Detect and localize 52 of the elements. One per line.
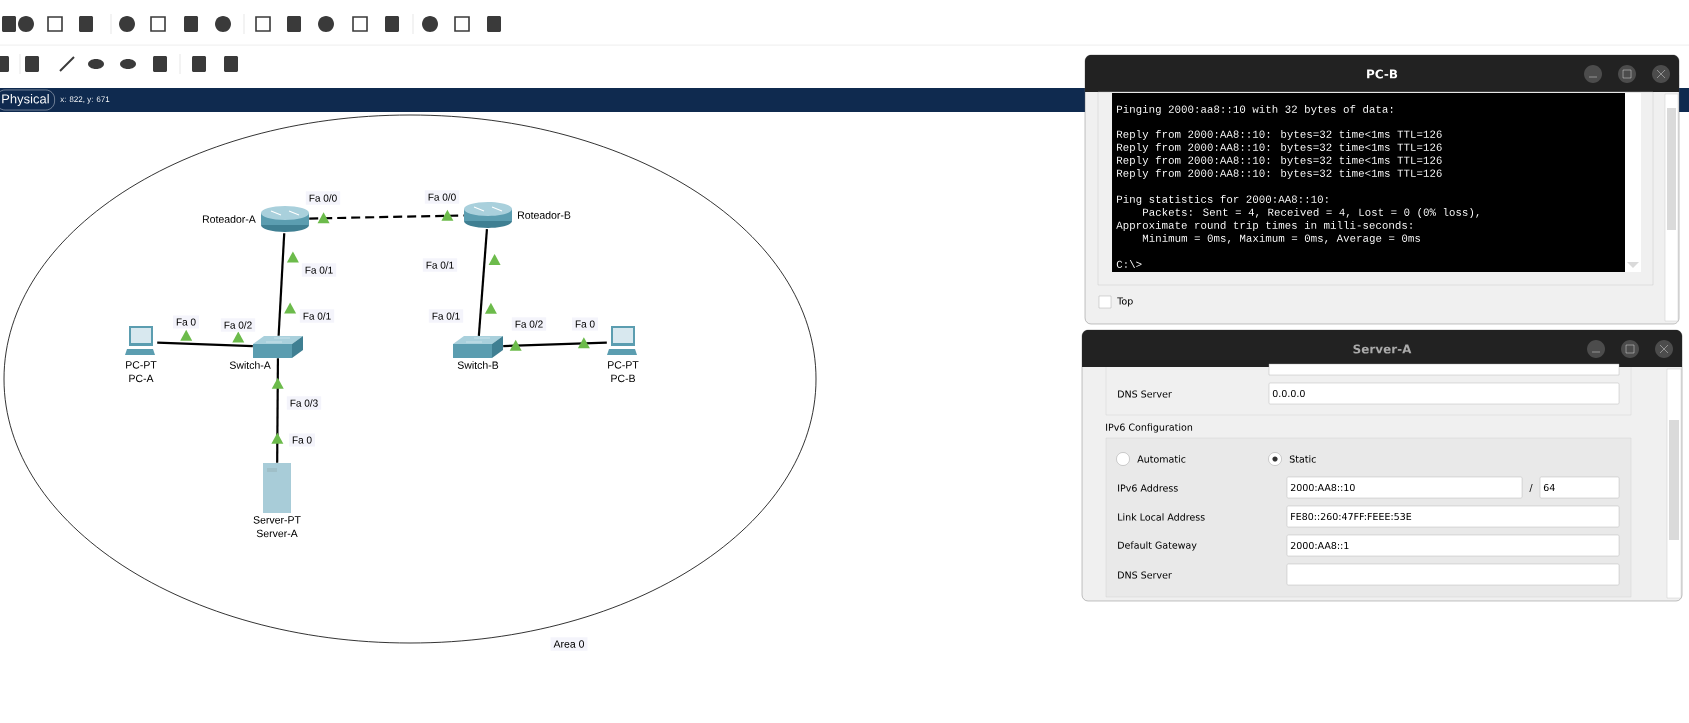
port-label: Fa 0: [173, 315, 199, 329]
port-label: Fa 0: [572, 317, 598, 331]
cable-line: [157, 341, 253, 348]
terminal-line: Pinging 2000:aa8::10 with 32 bytes of data:: [1117, 104, 1393, 116]
cable-line: [477, 229, 489, 336]
cable-line: [309, 214, 464, 220]
cursor-coordinates: x: 822, y: 671: [60, 96, 110, 104]
port-label: Fa 0/1: [428, 309, 464, 323]
port-label: Fa 0: [289, 433, 315, 447]
field-label: DNS Server: [1118, 571, 1172, 579]
cable-line: [503, 341, 607, 348]
port-label: Fa 0/1: [301, 263, 337, 277]
cable-line: [277, 233, 286, 336]
cable-line: [276, 358, 280, 463]
port-label: Fa 0/0: [424, 190, 460, 204]
port-label: Fa 0/0: [305, 191, 341, 205]
port-label: Fa 0/2: [511, 317, 547, 331]
terminal-line: Minimum = 0ms, Maximum = 0ms, Average = 0ms: [1142, 233, 1420, 245]
device-label: Roteador-A: [202, 215, 256, 223]
input-field: 2000:AA8::1: [1286, 534, 1620, 557]
port-label: Fa 0/2: [220, 318, 256, 332]
device-label: Roteador-B: [518, 211, 571, 219]
terminal-line: Reply from 2000:AA8::10: bytes=32 time<1ms TTL=126: [1117, 142, 1442, 154]
port-label: Fa 0/3: [286, 396, 322, 410]
terminal-line: Ping statistics for 2000:AA8::10:: [1117, 194, 1328, 206]
terminal-line: Reply from 2000:AA8::10: bytes=32 time<1ms TTL=126: [1117, 129, 1442, 141]
device-label: PC-PT PC-A: [126, 361, 157, 383]
input-field: 2000:AA8::10: [1286, 476, 1523, 499]
field-label: DNS Server: [1118, 390, 1172, 398]
input-field: 64: [1539, 476, 1620, 499]
terminal-line: Approximate round trip times in milli-seconds:: [1116, 220, 1412, 232]
terminal-line: Reply from 2000:AA8::10: bytes=32 time<1ms TTL=126: [1117, 155, 1442, 167]
checkbox: Top: [1098, 295, 1133, 309]
prefix-separator: /: [1529, 484, 1533, 492]
device-label: Switch-B: [457, 361, 499, 369]
input-field: 0.0.0.0: [1268, 382, 1620, 405]
terminal-line: C:\>: [1116, 260, 1142, 268]
field-label: Link Local Address: [1118, 513, 1205, 521]
field-label: IPv6 Address: [1118, 484, 1178, 492]
radio-button: Static: [1268, 452, 1316, 466]
tab: Physical: [0, 89, 55, 111]
terminal-line: Packets: Sent = 4, Received = 4, Lost = 0 (0% loss),: [1143, 207, 1479, 219]
device-label: Server-PT Server-A: [253, 516, 301, 538]
section-heading: IPv6 Configuration: [1106, 423, 1193, 433]
radio-button: Automatic: [1116, 452, 1186, 466]
device-label: Switch-A: [229, 361, 271, 369]
port-label: Fa 0/1: [422, 258, 458, 272]
port-label: Fa 0/1: [299, 309, 335, 323]
terminal-line: Reply from 2000:AA8::10: bytes=32 time<1ms TTL=126: [1117, 168, 1442, 180]
input-field: FE80::260:47FF:FEEE:53E: [1286, 505, 1620, 528]
device-label: PC-PT PC-B: [608, 361, 639, 383]
field-label: Default Gateway: [1118, 541, 1197, 551]
